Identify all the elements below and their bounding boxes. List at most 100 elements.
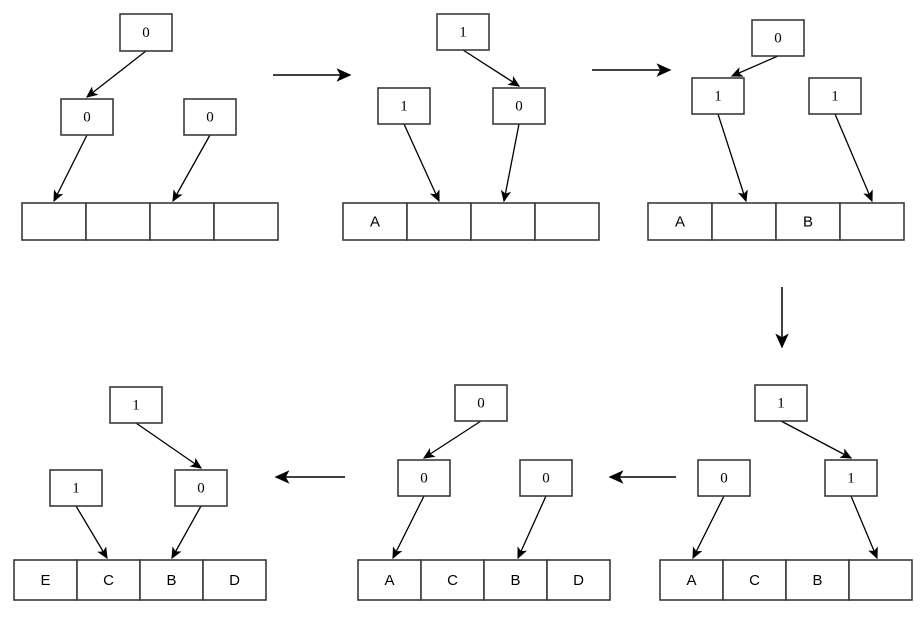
tree-edge-arrow xyxy=(172,134,211,203)
node-label: 1 xyxy=(831,88,839,104)
node-box xyxy=(492,87,546,125)
bucket-cell-box xyxy=(406,202,472,241)
node-label: 1 xyxy=(459,24,467,40)
bucket-cell xyxy=(213,202,279,241)
bucket-cell xyxy=(848,559,913,601)
tree-edge-arrow xyxy=(75,505,108,560)
node-label: 0 xyxy=(197,480,205,496)
bucket-cell: D xyxy=(202,559,267,601)
bucket-cell-label: D xyxy=(573,572,584,589)
bucket-cell-box xyxy=(13,559,78,601)
tree-child-node: 1 xyxy=(691,77,745,115)
node-label: 1 xyxy=(132,397,140,413)
tree-child-node: 0 xyxy=(60,98,114,136)
tree-edge-arrow xyxy=(500,123,520,203)
bucket-cell-box xyxy=(149,202,215,241)
bucket-cell-box xyxy=(21,202,87,241)
tree-child-node: 0 xyxy=(397,459,451,497)
node-box xyxy=(377,87,431,125)
node-label: 0 xyxy=(720,470,728,486)
bucket-cell-label: A xyxy=(686,572,696,589)
tree-root-node: 0 xyxy=(751,19,805,57)
bucket-cell xyxy=(149,202,215,241)
node-box xyxy=(119,13,173,52)
bucket-cell-label: B xyxy=(166,572,176,589)
tree-panel: 1 1 0A xyxy=(342,13,600,241)
node-box xyxy=(436,13,490,51)
bucket-cell-label: C xyxy=(447,572,458,589)
bucket-cell xyxy=(839,202,905,241)
bucket-cell: C xyxy=(76,559,141,601)
node-box xyxy=(397,459,451,497)
node-label: 1 xyxy=(847,470,855,486)
tree-root-node: 0 xyxy=(454,384,508,422)
node-label: 0 xyxy=(142,25,150,41)
tree-root-node: 1 xyxy=(754,384,808,422)
tree-edge-arrow xyxy=(850,495,878,560)
node-label: 1 xyxy=(714,88,722,104)
bucket-cell: D xyxy=(546,559,611,601)
tree-edge-arrow xyxy=(85,50,147,98)
tree-child-node: 1 xyxy=(824,459,878,497)
node-label: 1 xyxy=(400,98,408,114)
tree-root-node: 1 xyxy=(109,386,163,424)
bucket-cell xyxy=(21,202,87,241)
node-label: 0 xyxy=(542,470,550,486)
bucket-cell-label: B xyxy=(803,213,813,230)
tree-child-node: 0 xyxy=(519,459,573,497)
bucket-cell-box xyxy=(357,559,422,601)
tree-edge-arrow xyxy=(517,495,547,560)
bucket-cell-box xyxy=(85,202,151,241)
node-box xyxy=(691,77,745,115)
bucket-array xyxy=(21,202,279,241)
bucket-cell-box xyxy=(848,559,913,601)
bucket-cell-box xyxy=(722,559,787,601)
bucket-cell-label: A xyxy=(384,572,394,589)
flow-arrows-layer xyxy=(273,63,789,484)
node-label: 1 xyxy=(777,395,785,411)
node-label: 0 xyxy=(83,109,91,125)
tree-child-node: 1 xyxy=(377,87,431,125)
tree-edge-arrow xyxy=(730,55,779,77)
tree-edge-arrow xyxy=(53,134,88,203)
node-box xyxy=(751,19,805,57)
tree-root-node: 1 xyxy=(436,13,490,51)
bucket-cell-box xyxy=(420,559,485,601)
bucket-cell-box xyxy=(546,559,611,601)
bucket-cell-box xyxy=(839,202,905,241)
node-box xyxy=(824,459,878,497)
node-box xyxy=(519,459,573,497)
bucket-cell-box xyxy=(775,202,841,241)
bucket-cell-label: A xyxy=(370,213,380,230)
tree-edge-arrow xyxy=(392,495,425,560)
bucket-cell xyxy=(85,202,151,241)
node-box xyxy=(49,469,103,507)
tree-edge-arrow xyxy=(403,123,440,203)
bucket-cell: C xyxy=(420,559,485,601)
bucket-cell-box xyxy=(139,559,204,601)
tree-edge-arrow xyxy=(171,505,202,560)
tree-child-node: 0 xyxy=(697,459,751,497)
bucket-cell-box xyxy=(659,559,724,601)
tree-child-node: 0 xyxy=(174,469,228,507)
bucket-cell: A xyxy=(342,202,408,241)
tree-edge-arrow xyxy=(834,113,873,203)
tree-child-node: 1 xyxy=(808,77,862,115)
bucket-cell: A xyxy=(357,559,422,601)
tree-child-node: 0 xyxy=(492,87,546,125)
bucket-cell-box xyxy=(470,202,536,241)
bucket-cell xyxy=(534,202,600,241)
node-label: 0 xyxy=(477,395,485,411)
bucket-cell-box xyxy=(202,559,267,601)
tree-edge-arrow xyxy=(462,49,521,87)
tree-edge-arrow xyxy=(717,113,748,203)
tree-root-node: 0 xyxy=(119,13,173,52)
